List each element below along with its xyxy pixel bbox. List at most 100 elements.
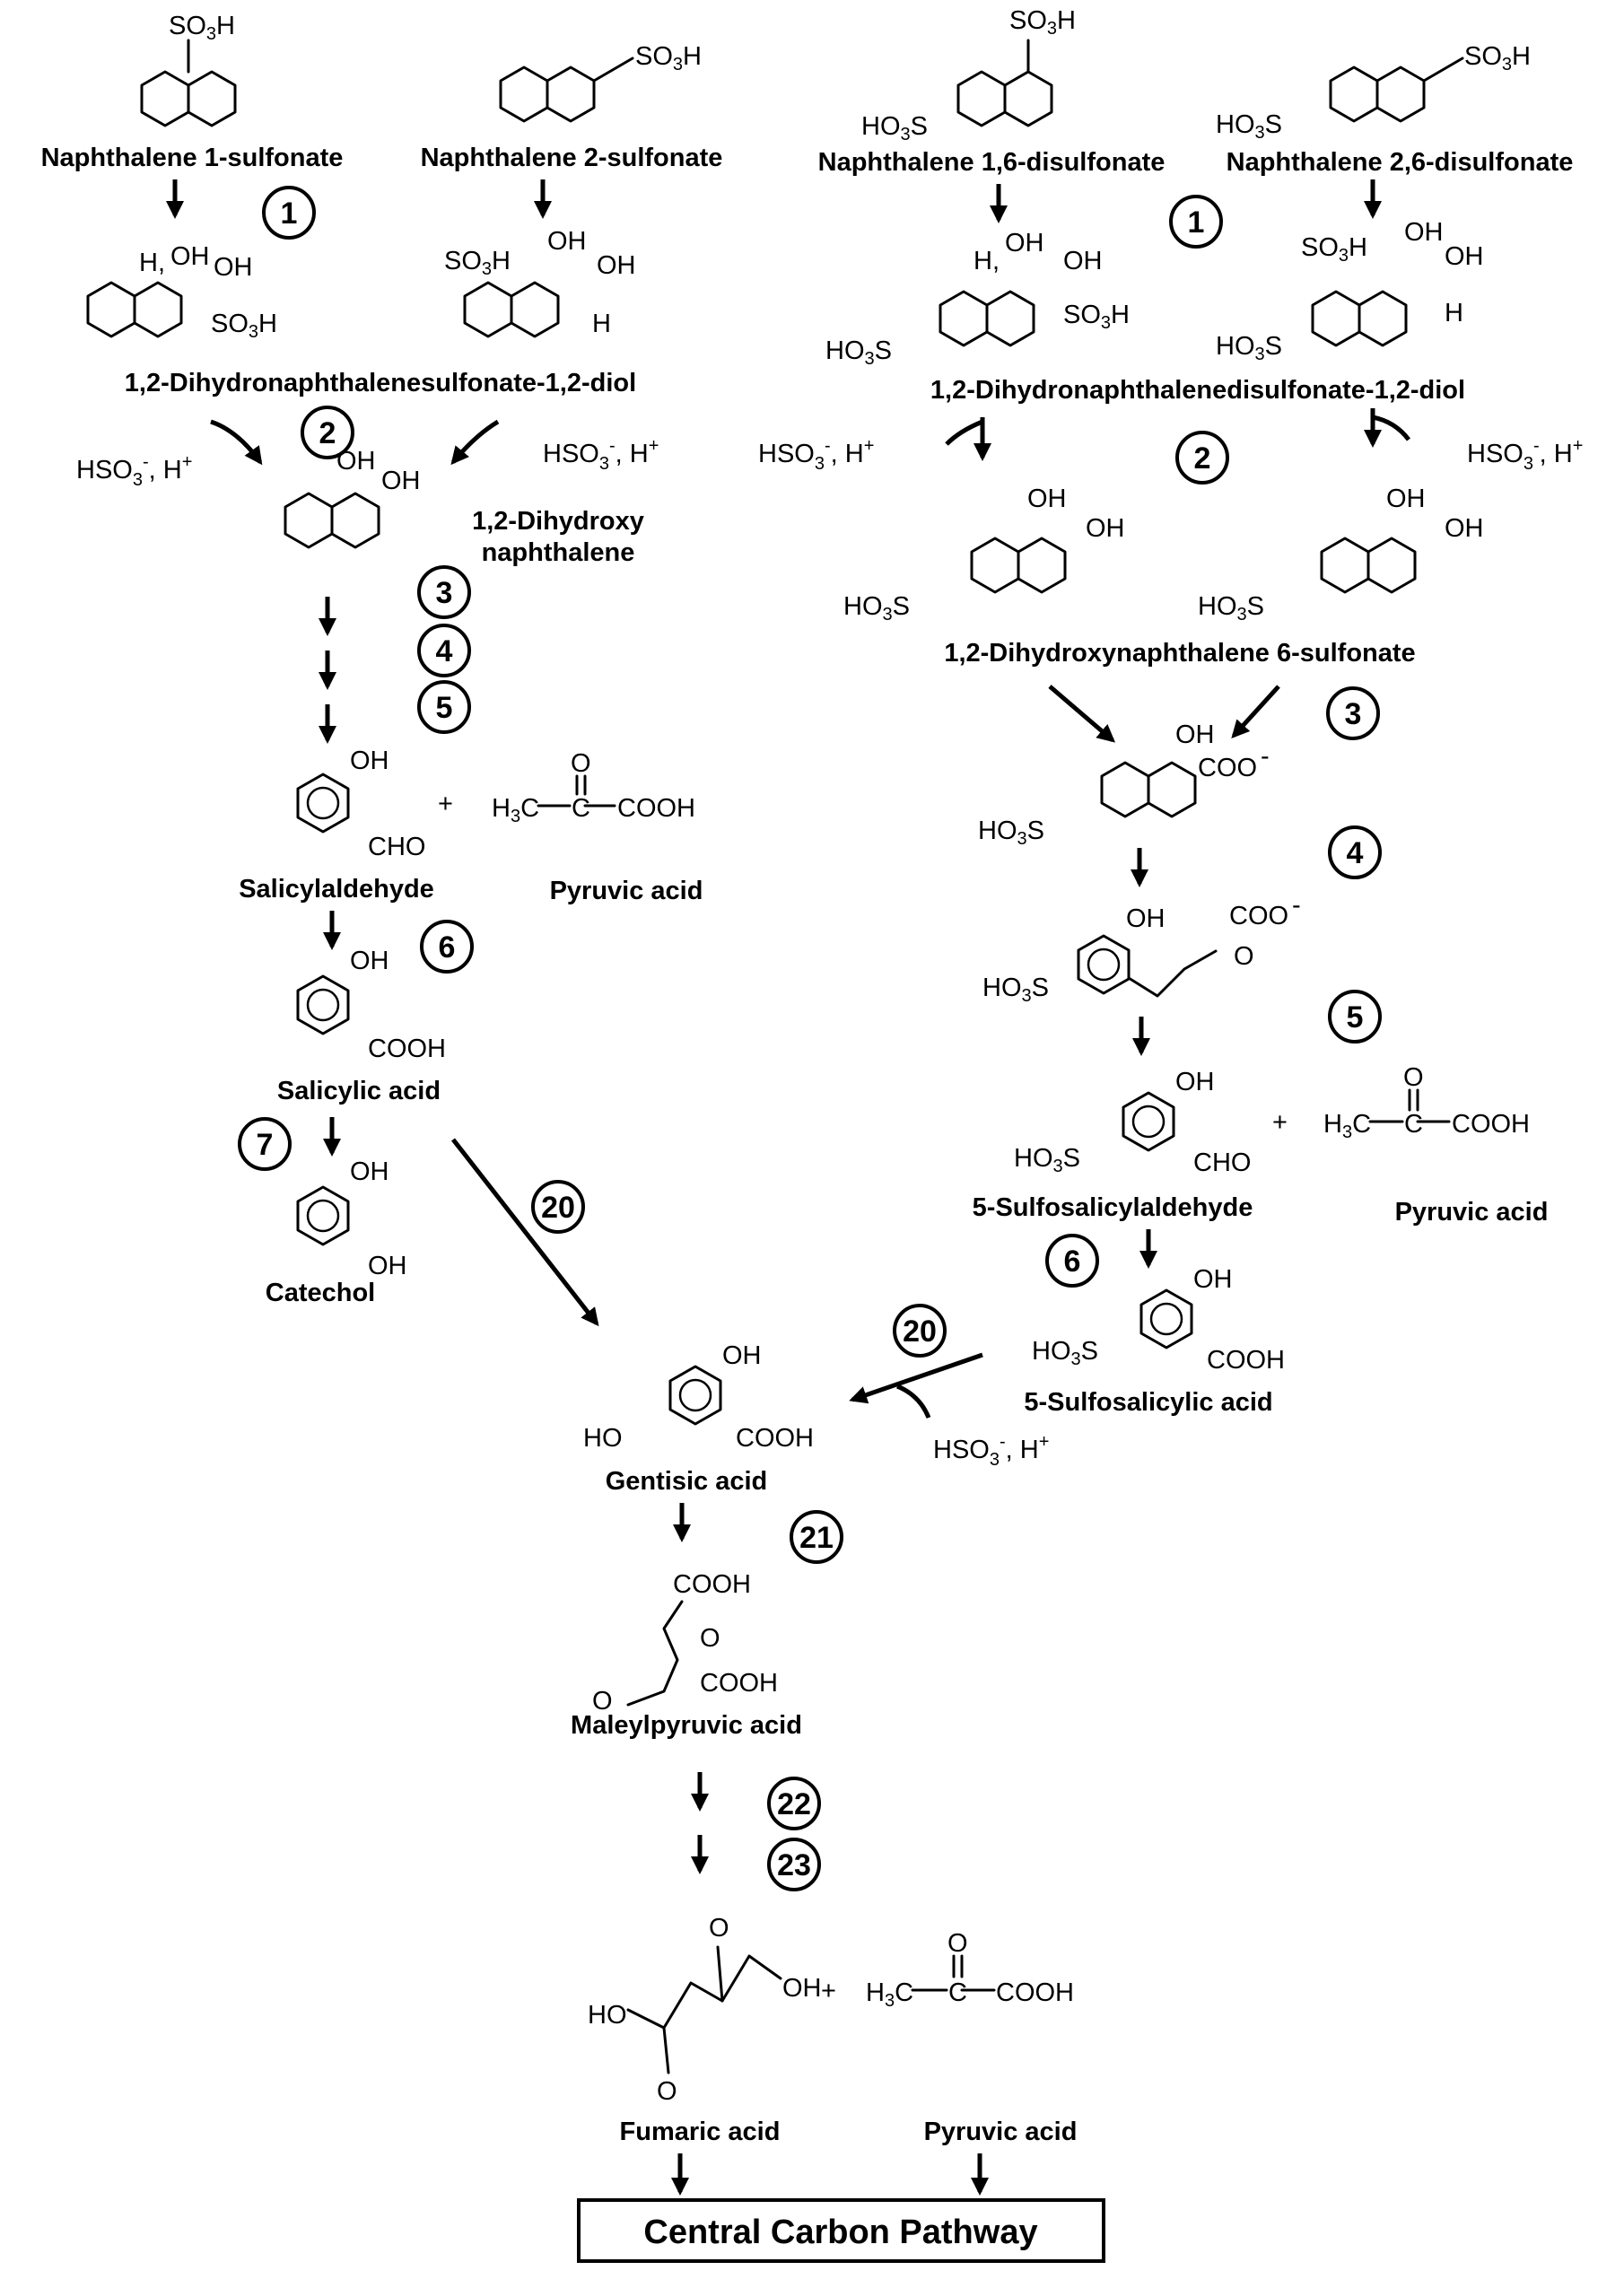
- label-pyruvic-acid-1: Pyruvic acid: [550, 877, 703, 905]
- step-badge-22: [767, 1777, 821, 1830]
- arrow-branch: [896, 1384, 931, 1419]
- svg-text:CHO: CHO: [368, 833, 425, 861]
- chromene-carboxylate-structure: OH COO - HO3S: [978, 720, 1270, 849]
- naphthalene-1-sulfonate-structure: SO3H: [140, 12, 237, 127]
- label-dihydroxy-line2: naphthalene: [482, 538, 635, 567]
- step-badge-7: [238, 1117, 292, 1171]
- label-sulfosalicylaldehyde: 5-Sulfosalicylaldehyde: [973, 1193, 1253, 1222]
- pyruvic-acid-structure-bottom: H3C C COOH O: [866, 1929, 1074, 2011]
- dihydrodiol-disulfonate-structure-b: SO3H OH OH H HO3S: [1216, 218, 1484, 364]
- svg-text:H,: H,: [139, 249, 165, 277]
- dihydrodiol-structure-b: SO3H OH OH H: [444, 227, 636, 338]
- svg-text:SO3H: SO3H: [444, 247, 511, 279]
- svg-text:H: H: [592, 310, 611, 338]
- arrow: [1231, 685, 1280, 738]
- svg-text:C: C: [1404, 1110, 1423, 1139]
- svg-text:HO: HO: [583, 1424, 623, 1453]
- step-number-5-right: 5: [1347, 1000, 1364, 1035]
- svg-text:COOH: COOH: [673, 1570, 751, 1599]
- step-number-22: 22: [777, 1787, 811, 1821]
- label-salicylic-acid: Salicylic acid: [277, 1077, 441, 1105]
- svg-text:H3C: H3C: [492, 794, 539, 826]
- step-number-7: 7: [257, 1128, 274, 1162]
- svg-text:COOH: COOH: [700, 1669, 778, 1698]
- sulfosalicylaldehyde-structure: OH CHO HO3S: [1014, 1068, 1251, 1177]
- svg-text:COOH: COOH: [1452, 1110, 1530, 1139]
- naphthalene-16-disulfonate-structure: SO3H HO3S: [861, 6, 1076, 144]
- svg-text:SO3H: SO3H: [1464, 42, 1531, 74]
- step-badge-4: [417, 624, 471, 677]
- svg-text:O: O: [947, 1929, 968, 1958]
- step-badge-21: [790, 1510, 843, 1564]
- byproduct-hso3-right-a: HSO3-, H+: [758, 436, 874, 474]
- label-naphthalene-1-sulfonate: Naphthalene 1-sulfonate: [41, 144, 344, 172]
- svg-text:OH: OH: [722, 1341, 762, 1370]
- svg-text:COO: COO: [1229, 902, 1288, 930]
- arrow-branch: [1372, 415, 1410, 441]
- plus-sign-fumaric: +: [821, 1977, 836, 2005]
- step-badge-20-left: [531, 1180, 585, 1234]
- svg-text:SO3H: SO3H: [169, 12, 235, 44]
- svg-text:CHO: CHO: [1193, 1148, 1251, 1177]
- salicylaldehyde-structure: OH CHO: [296, 747, 425, 861]
- svg-text:O: O: [592, 1687, 613, 1716]
- plus-sign: +: [438, 790, 453, 818]
- step-badge-20-right: [893, 1304, 947, 1358]
- svg-text:SO3H: SO3H: [1009, 6, 1076, 39]
- label-pyruvic-acid-3: Pyruvic acid: [924, 2118, 1078, 2146]
- svg-text:OH: OH: [782, 1974, 822, 2003]
- step-number-2-right: 2: [1194, 441, 1211, 476]
- svg-text:COO: COO: [1198, 754, 1257, 782]
- arrow: [451, 1138, 599, 1327]
- svg-text:OH: OH: [214, 253, 253, 282]
- svg-text:SO3H: SO3H: [1301, 233, 1367, 266]
- step-number-4: 4: [436, 634, 453, 668]
- central-carbon-pathway-label: Central Carbon Pathway: [643, 2214, 1037, 2251]
- svg-text:O: O: [1403, 1063, 1424, 1092]
- central-carbon-pathway-box: [577, 2198, 1105, 2263]
- svg-text:COOH: COOH: [996, 1978, 1074, 2007]
- svg-text:HO3S: HO3S: [1216, 110, 1282, 143]
- svg-text:HO3S: HO3S: [978, 817, 1044, 849]
- svg-text:H3C: H3C: [1323, 1110, 1371, 1142]
- label-salicylaldehyde: Salicylaldehyde: [239, 875, 434, 904]
- svg-text:HO3S: HO3S: [861, 112, 928, 144]
- byproduct-hso3-left: HSO3-, H+: [76, 452, 192, 490]
- label-maleylpyruvic-acid: Maleylpyruvic acid: [571, 1711, 802, 1740]
- step-number-21: 21: [799, 1521, 834, 1555]
- label-gentisic-acid: Gentisic acid: [606, 1467, 768, 1496]
- step-number-20-right: 20: [903, 1314, 937, 1349]
- byproduct-hso3-gentisic: HSO3-, H+: [933, 1432, 1049, 1470]
- step-badge-3: [417, 565, 471, 619]
- label-pyruvic-acid-2: Pyruvic acid: [1395, 1198, 1549, 1227]
- salicylic-acid-structure: OH COOH: [296, 947, 446, 1063]
- arrow: [849, 1352, 983, 1404]
- svg-text:H,: H,: [974, 247, 1000, 275]
- naphthalene-26-disulfonate-structure: SO3H HO3S: [1216, 42, 1531, 143]
- plus-sign-right: +: [1272, 1108, 1288, 1137]
- svg-text:COOH: COOH: [368, 1035, 446, 1063]
- svg-text:OH: OH: [1005, 229, 1044, 258]
- step-badge-6-right: [1045, 1234, 1099, 1288]
- svg-text:OH: OH: [1445, 514, 1484, 543]
- step-badge-5: [417, 680, 471, 734]
- svg-text:O: O: [700, 1624, 720, 1653]
- hydroxybenzylidene-pyruvate-structure: OH COO - O HO3S: [982, 891, 1301, 1006]
- svg-text:OH: OH: [597, 251, 636, 280]
- step-badge-1-right: [1169, 195, 1223, 249]
- dihydroxynaphthalene-6-sulfonate-structure-b: OH OH HO3S: [1198, 485, 1484, 624]
- step-number-1: 1: [281, 196, 298, 231]
- svg-text:H3C: H3C: [866, 1978, 913, 2011]
- svg-text:HO3S: HO3S: [1032, 1337, 1098, 1369]
- svg-text:HO: HO: [588, 2001, 627, 2030]
- step-number-2: 2: [319, 416, 336, 450]
- step-badge-5-right: [1328, 990, 1382, 1044]
- step-number-6-right: 6: [1064, 1244, 1081, 1279]
- svg-text:O: O: [1234, 942, 1254, 971]
- step-badge-23: [767, 1838, 821, 1891]
- step-number-23: 23: [777, 1848, 811, 1882]
- step-number-6: 6: [439, 930, 456, 965]
- step-number-20: 20: [541, 1191, 575, 1225]
- step-badge-2-right: [1175, 431, 1229, 485]
- pyruvic-acid-structure: H3C C COOH O: [492, 749, 695, 826]
